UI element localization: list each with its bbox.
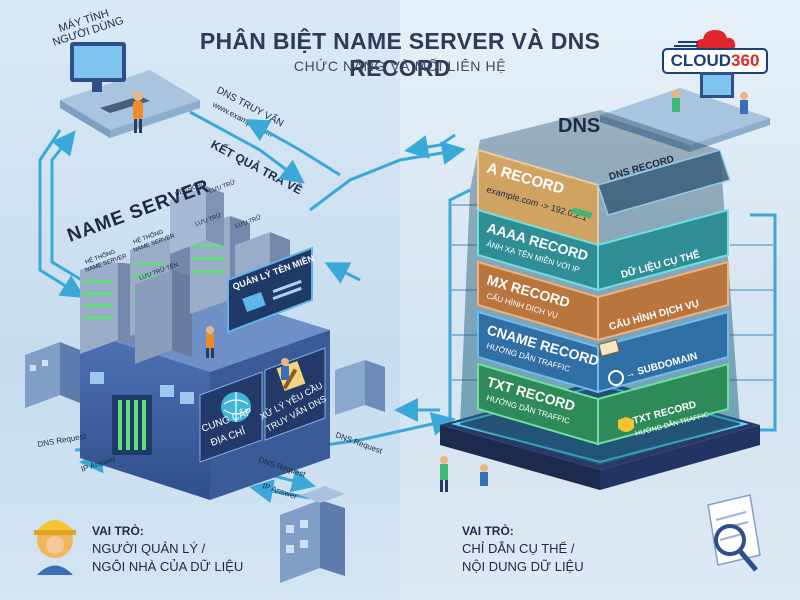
server-rack	[170, 186, 224, 254]
person-figure	[480, 464, 488, 486]
left-role-line1: NGƯỜI QUẢN LÝ /	[92, 541, 206, 556]
record-tag-aaaa	[597, 208, 729, 292]
left-role-block: VAI TRÒ: NGƯỜI QUẢN LÝ / NGÔI NHÀ CỦA DỮ…	[92, 522, 243, 576]
left-role-title: VAI TRÒ:	[92, 524, 144, 538]
manager-avatar-icon	[34, 520, 76, 575]
city-buildings-bottom	[280, 486, 345, 583]
arrow-icon	[571, 207, 593, 219]
shield-icon	[618, 417, 634, 432]
flow-arrows-left	[38, 110, 466, 504]
logo-number-text: 360	[731, 51, 760, 70]
record-tag-cname	[597, 310, 729, 394]
document-magnifier-icon	[707, 494, 761, 572]
name-server-building	[80, 290, 330, 500]
engineer-figure	[281, 358, 289, 380]
record-tag-mx	[597, 260, 729, 342]
right-role-title: VAI TRÒ:	[462, 524, 514, 538]
flow-arrows-right	[404, 133, 777, 432]
logo-cloud-text: CLOUD	[670, 51, 732, 70]
at-icon	[608, 370, 624, 386]
connector-lines-right	[450, 204, 775, 381]
user-computer-illustration	[60, 42, 200, 138]
domain-management-board	[227, 246, 313, 334]
left-role-line2: NGÔI NHÀ CỦA DỮ LIỆU	[92, 559, 244, 574]
right-role-line1: CHỈ DẪN CỤ THỂ /	[462, 541, 575, 556]
right-role-line2: NỘI DUNG DỮ LIỆU	[462, 559, 584, 574]
right-role-block: VAI TRÒ: CHỈ DẪN CỤ THỂ / NỘI DUNG DỮ LI…	[462, 522, 584, 576]
page-subtitle: CHỨC NĂNG VÀ MỐI LIÊN HỆ	[293, 58, 507, 74]
page-title: PHÂN BIỆT NAME SERVER VÀ DNS RECORD	[199, 28, 601, 81]
ip-answer-label-b: IP Answer	[261, 481, 298, 501]
dns-request-label-a: DNS Request	[37, 431, 87, 448]
dns-logo-text: DNS	[558, 115, 600, 137]
record-tag-top	[597, 149, 731, 216]
envelope-icon	[598, 339, 620, 357]
server-racks	[80, 186, 290, 364]
city-buildings-left	[25, 342, 385, 415]
person-figure	[440, 456, 448, 492]
server-rack	[135, 270, 192, 364]
engineer-figure	[206, 326, 214, 358]
